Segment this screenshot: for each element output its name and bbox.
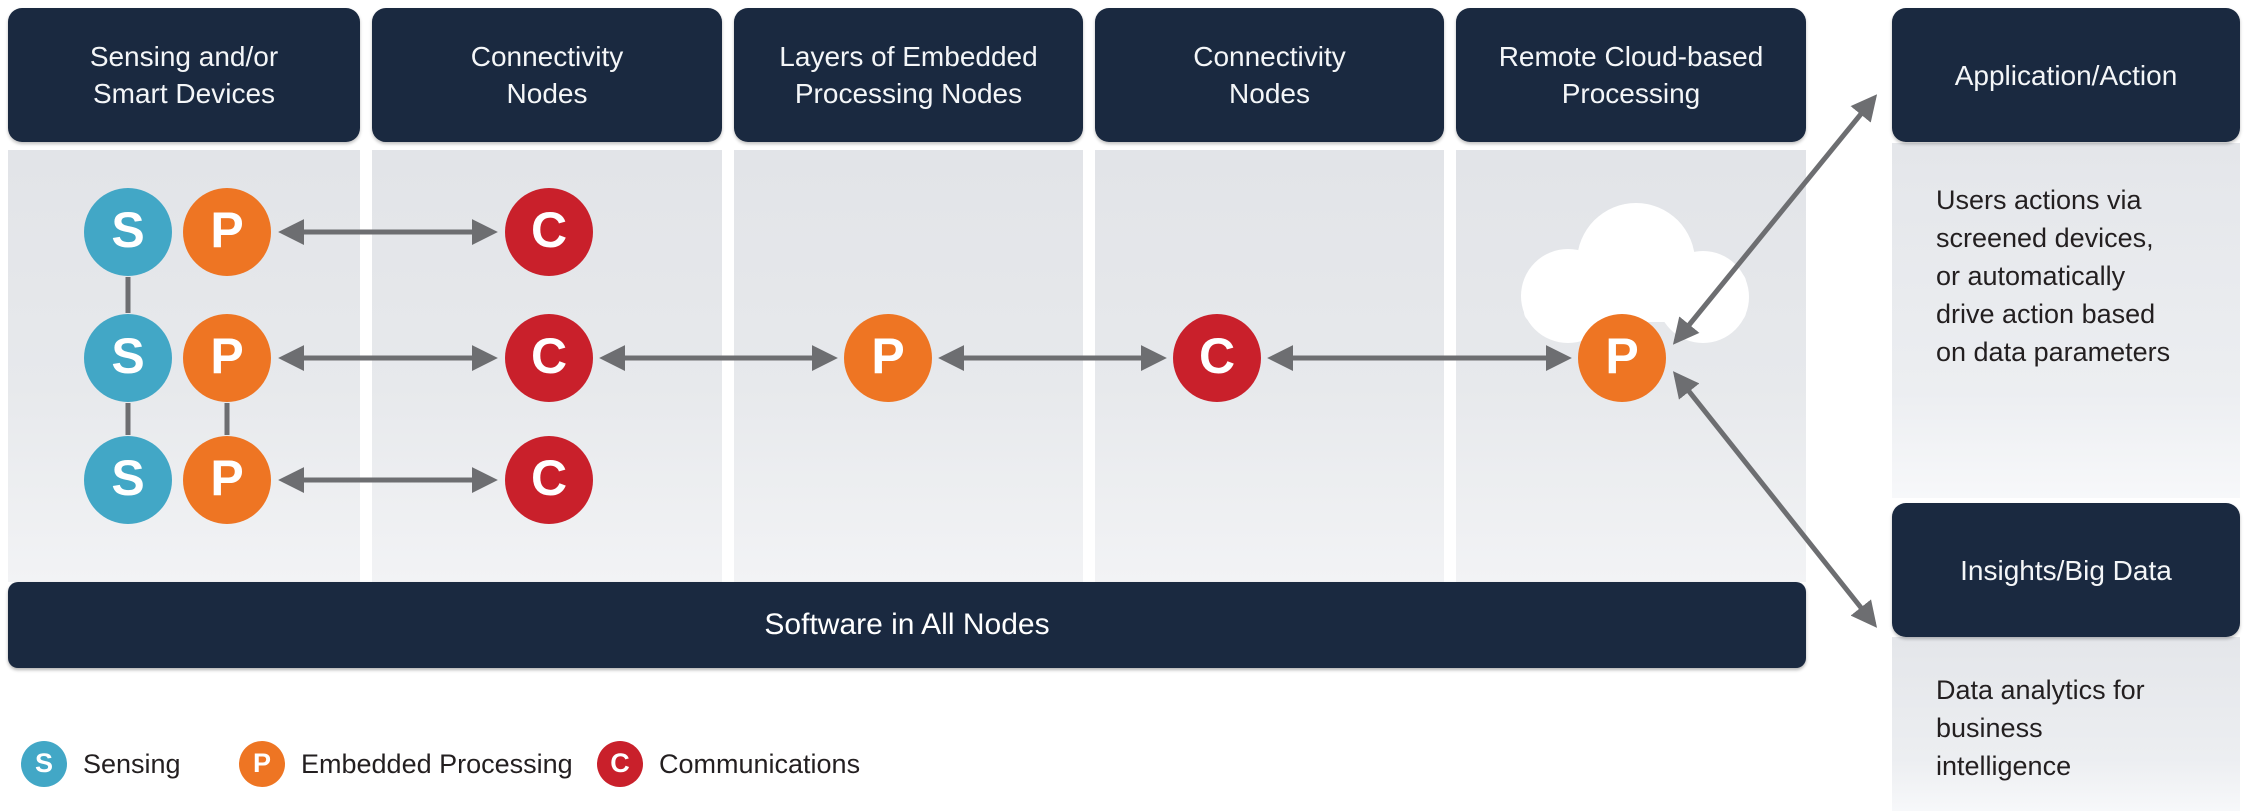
insights-big-data-label: Insights/Big Data (1960, 554, 2172, 586)
legend-symbol: P (252, 747, 271, 778)
node-sensing-1: S (84, 188, 172, 276)
node-processing-3: P (183, 436, 271, 524)
legend-item-embedded-processing: P Embedded Processing (239, 741, 573, 787)
node-processing-1: P (183, 188, 271, 276)
application-action-label: Application/Action (1954, 59, 2178, 91)
column-header-label: Remote Cloud-based Processing (1498, 41, 1764, 109)
legend-item-communications: C Communications (597, 741, 860, 787)
node-letter: P (210, 328, 244, 384)
column-header-connectivity-1: Connectivity Nodes (372, 8, 722, 142)
insights-big-data-panel: Data analytics for business intelligence (1892, 637, 2240, 811)
node-processing-2: P (183, 314, 271, 402)
node-letter: S (111, 450, 145, 506)
embedded-processing-icon: P (239, 741, 285, 787)
node-sensing-2: S (84, 314, 172, 402)
node-letter: P (210, 202, 244, 258)
device-links (125, 277, 230, 435)
legend-symbol: C (610, 747, 630, 778)
node-letter: C (530, 450, 568, 506)
column-header-label: Connectivity Nodes (1193, 41, 1346, 109)
node-sensing-3: S (84, 436, 172, 524)
node-communications-2: C (505, 314, 593, 402)
column-header-label: Connectivity Nodes (470, 41, 624, 109)
insights-big-data-description: Data analytics for business intelligence (1936, 675, 2145, 781)
column-header-label: Sensing and/or Smart Devices (89, 41, 279, 109)
sensing-icon: S (21, 741, 67, 787)
legend-label: Sensing (83, 748, 181, 779)
insights-big-data-header: Insights/Big Data (1892, 503, 2240, 637)
legend-label: Embedded Processing (301, 748, 573, 779)
column-header-label: Layers of Embedded Processing Nodes (779, 41, 1038, 109)
legend-symbol: S (34, 747, 53, 778)
legend-label: Communications (659, 748, 861, 779)
node-letter: C (530, 202, 568, 258)
column-header-sensing-devices: Sensing and/or Smart Devices (8, 8, 360, 142)
node-letter: P (871, 328, 905, 384)
software-banner-label: Software in All Nodes (764, 608, 1050, 641)
node-letter: S (111, 328, 145, 384)
node-communications-1: C (505, 188, 593, 276)
legend-item-sensing: S Sensing (21, 741, 181, 787)
column-header-cloud-processing: Remote Cloud-based Processing (1456, 8, 1806, 142)
node-letter: C (1198, 328, 1236, 384)
node-letter: S (111, 202, 145, 258)
communications-icon: C (597, 741, 643, 787)
node-processing-cloud: P (1578, 314, 1666, 402)
node-letter: P (210, 450, 244, 506)
application-action-header: Application/Action (1892, 8, 2240, 142)
arrow-pc-insights (1672, 371, 1878, 628)
application-action-panel: Users actions via screened devices, or a… (1892, 143, 2240, 498)
column-header-embedded-processing: Layers of Embedded Processing Nodes (734, 8, 1083, 142)
node-letter: P (1605, 328, 1639, 384)
application-action-description: Users actions via screened devices, or a… (1936, 185, 2171, 367)
software-banner: Software in All Nodes (8, 582, 1806, 668)
node-processing-mid: P (844, 314, 932, 402)
node-communications-3: C (505, 436, 593, 524)
node-letter: C (530, 328, 568, 384)
node-communications-4: C (1173, 314, 1261, 402)
arrow-pc-application (1672, 94, 1878, 345)
column-header-connectivity-2: Connectivity Nodes (1095, 8, 1444, 142)
